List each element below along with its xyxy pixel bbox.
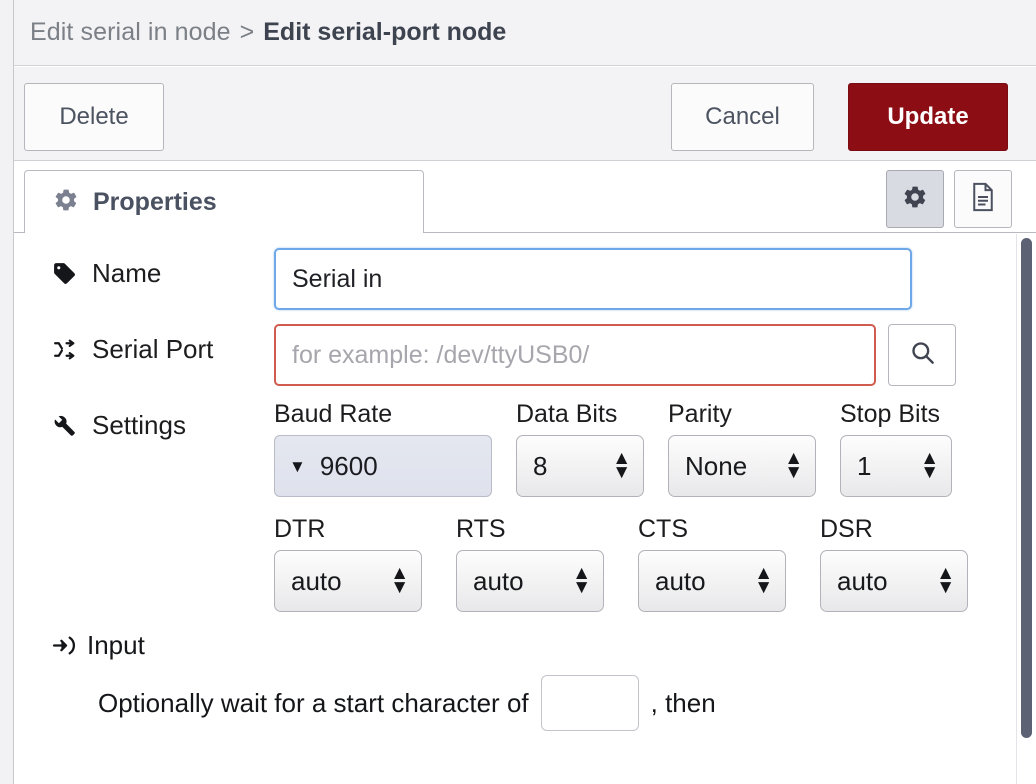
name-label: Name: [92, 258, 162, 288]
dtr-value: auto: [291, 565, 342, 596]
start-character-suffix-text: , then: [650, 687, 716, 718]
parity-value: None: [685, 450, 748, 481]
stop-bits-select[interactable]: 1 ▲▼: [840, 435, 952, 497]
breadcrumb-separator: >: [239, 18, 255, 46]
search-icon: [909, 339, 936, 371]
gear-icon: [902, 184, 928, 215]
dialog-toolbar: Delete Cancel Update: [14, 67, 1036, 161]
parity-select[interactable]: None ▲▼: [668, 435, 816, 497]
name-input-value: Serial in: [292, 264, 383, 293]
field-dsr: DSR auto ▲▼: [820, 515, 968, 612]
wrench-icon: [52, 413, 86, 438]
data-bits-select[interactable]: 8 ▲▼: [516, 435, 644, 497]
spinner-arrows-icon: ▲▼: [572, 563, 591, 598]
input-section-label: Input: [87, 630, 145, 660]
dsr-label: DSR: [820, 515, 873, 543]
field-row-settings: Settings Baud Rate ▼ 9600 Data Bits: [52, 400, 1014, 612]
spinner-arrows-icon: ▲▼: [920, 448, 939, 483]
name-input[interactable]: Serial in: [274, 248, 912, 310]
spinner-arrows-icon: ▲▼: [784, 448, 803, 483]
breadcrumb-current: Edit serial-port node: [263, 18, 507, 46]
start-character-row: Optionally wait for a start character of…: [52, 675, 1014, 731]
field-dtr: DTR auto ▲▼: [274, 515, 422, 612]
settings-fields: Baud Rate ▼ 9600 Data Bits 8 ▲▼: [274, 400, 1014, 612]
serial-port-search-button[interactable]: [888, 324, 956, 386]
serial-params-row: Baud Rate ▼ 9600 Data Bits 8 ▲▼: [274, 400, 1014, 497]
serial-port-label: Serial Port: [92, 334, 214, 364]
properties-panel: Name Serial in: [14, 234, 1036, 784]
baud-rate-select[interactable]: ▼ 9600: [274, 435, 492, 497]
name-label-group: Name: [52, 248, 274, 289]
data-bits-value: 8: [533, 450, 548, 481]
cancel-button[interactable]: Cancel: [671, 83, 814, 151]
node-settings-button[interactable]: [886, 170, 944, 228]
serial-port-input[interactable]: for example: /dev/ttyUSB0/: [274, 324, 876, 386]
dsr-select[interactable]: auto ▲▼: [820, 550, 968, 612]
field-data-bits: Data Bits 8 ▲▼: [516, 400, 644, 497]
dtr-label: DTR: [274, 515, 326, 543]
description-icon: [970, 182, 996, 217]
vertical-scrollbar-thumb[interactable]: [1021, 238, 1032, 738]
left-gutter: [0, 0, 14, 784]
field-row-serial-port: Serial Port for example: /dev/ttyUSB0/: [52, 324, 1014, 386]
baud-rate-label: Baud Rate: [274, 400, 393, 428]
cts-select[interactable]: auto ▲▼: [638, 550, 786, 612]
cts-value: auto: [655, 565, 706, 596]
spinner-arrows-icon: ▲▼: [390, 563, 409, 598]
properties-form: Name Serial in: [14, 234, 1014, 731]
input-section-header: Input: [52, 630, 1014, 661]
spinner-arrows-icon: ▲▼: [754, 563, 773, 598]
gear-icon: [53, 187, 79, 217]
stop-bits-label: Stop Bits: [840, 400, 941, 428]
field-cts: CTS auto ▲▼: [638, 515, 786, 612]
rts-select[interactable]: auto ▲▼: [456, 550, 604, 612]
shuffle-icon: [52, 337, 86, 362]
field-rts: RTS auto ▲▼: [456, 515, 604, 612]
delete-button[interactable]: Delete: [24, 83, 164, 151]
breadcrumb-previous[interactable]: Edit serial in node: [30, 18, 231, 46]
flow-control-row: DTR auto ▲▼ RTS auto ▲▼: [274, 515, 1014, 612]
field-stop-bits: Stop Bits 1 ▲▼: [840, 400, 952, 497]
tag-icon: [52, 261, 86, 286]
serial-port-label-group: Serial Port: [52, 324, 274, 365]
field-row-name: Name Serial in: [52, 248, 1014, 310]
tab-bar: Properties: [14, 162, 1036, 233]
spinner-arrows-icon: ▲▼: [612, 448, 631, 483]
field-baud-rate: Baud Rate ▼ 9600: [274, 400, 492, 497]
field-parity: Parity None ▲▼: [668, 400, 816, 497]
start-character-input[interactable]: [540, 675, 639, 731]
data-bits-label: Data Bits: [516, 400, 618, 428]
update-button[interactable]: Update: [848, 83, 1008, 151]
rts-label: RTS: [456, 515, 506, 543]
node-description-button[interactable]: [954, 170, 1012, 228]
settings-label-group: Settings: [52, 400, 274, 441]
dsr-value: auto: [837, 565, 888, 596]
parity-label: Parity: [668, 400, 732, 428]
vertical-scrollbar-track[interactable]: [1016, 234, 1036, 784]
baud-rate-value: 9600: [319, 450, 378, 481]
chevron-down-icon: ▼: [289, 456, 306, 476]
spinner-arrows-icon: ▲▼: [936, 563, 955, 598]
stop-bits-value: 1: [857, 450, 872, 481]
cts-label: CTS: [638, 515, 688, 543]
breadcrumb: Edit serial in node > Edit serial-port n…: [14, 0, 1036, 66]
sign-in-icon: [52, 633, 77, 658]
serial-port-placeholder: for example: /dev/ttyUSB0/: [292, 340, 590, 369]
tab-properties-label: Properties: [93, 187, 217, 216]
tab-action-buttons: [886, 170, 1012, 228]
rts-value: auto: [473, 565, 524, 596]
settings-label: Settings: [92, 410, 186, 440]
dtr-select[interactable]: auto ▲▼: [274, 550, 422, 612]
tab-properties[interactable]: Properties: [24, 170, 424, 233]
start-character-prefix-text: Optionally wait for a start character of: [98, 687, 529, 718]
